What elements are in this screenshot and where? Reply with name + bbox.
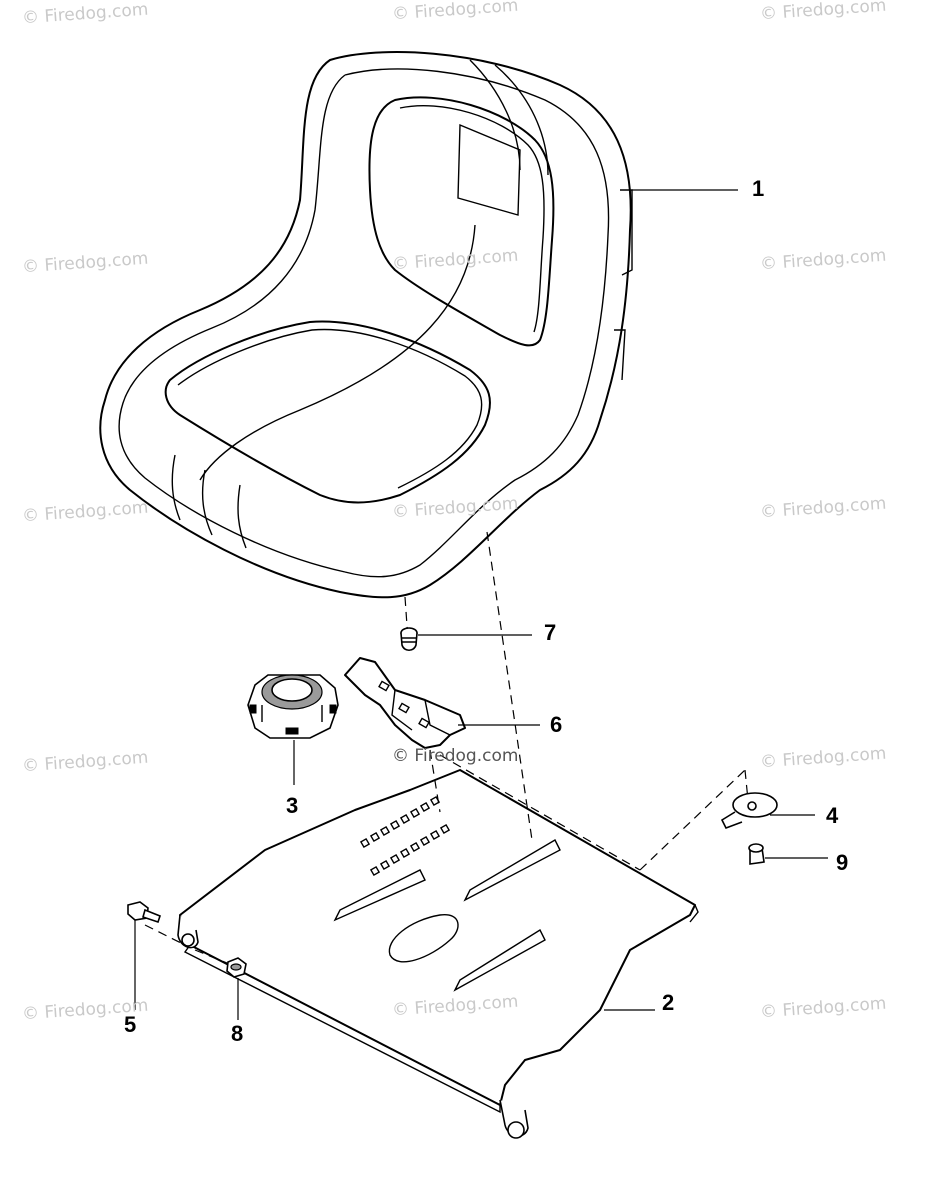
cam-washer-part — [720, 792, 778, 830]
callout-3: 3 — [286, 793, 299, 818]
callout-5: 5 — [124, 1012, 137, 1037]
adjust-holes — [359, 795, 451, 877]
callout-7: 7 — [544, 620, 557, 645]
nut-part — [226, 957, 247, 978]
callout-6: 6 — [550, 712, 563, 737]
callout-8: 8 — [231, 1021, 244, 1046]
bushing-part — [400, 627, 418, 652]
seat-switch-part — [247, 674, 339, 739]
bolt-part — [127, 901, 161, 924]
callout-2: 2 — [662, 990, 675, 1015]
callout-9: 9 — [836, 850, 849, 875]
leader-lines — [134, 189, 828, 1020]
watermark-text: © Firedog.com — [392, 746, 519, 766]
seat-plate-part — [177, 769, 699, 1139]
switch-bracket-part — [344, 657, 466, 749]
seat-part — [99, 51, 633, 599]
screw-part-9 — [748, 843, 765, 865]
callout-4: 4 — [826, 803, 839, 828]
callout-1: 1 — [752, 176, 765, 201]
